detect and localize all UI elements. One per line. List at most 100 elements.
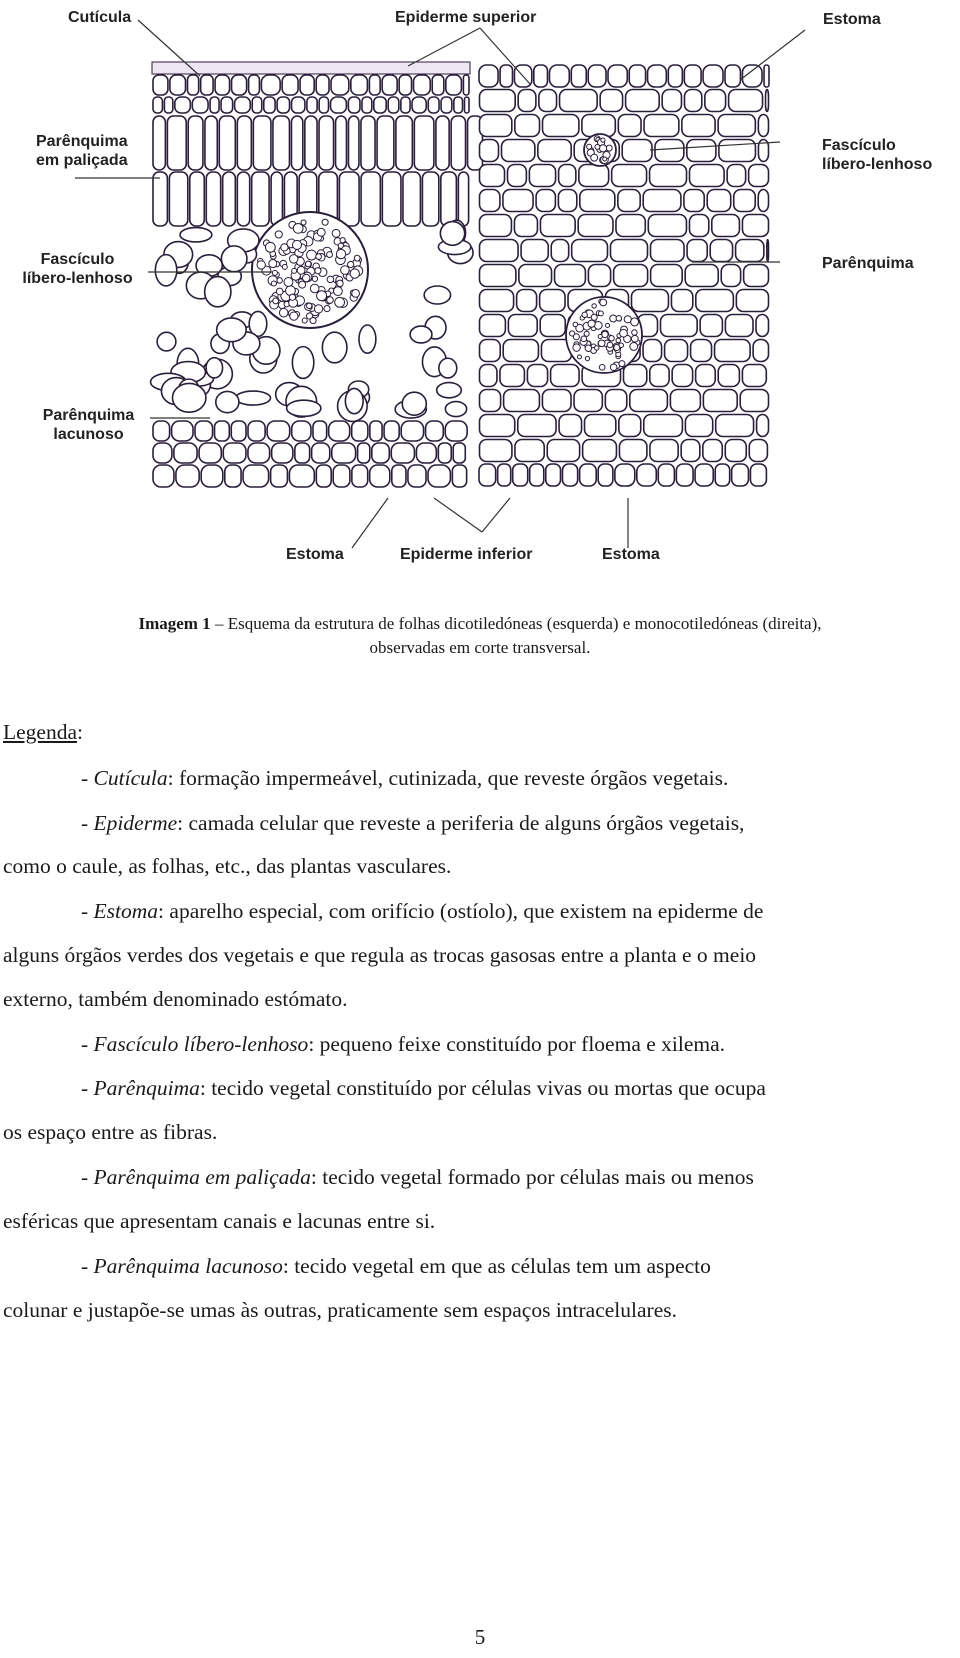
- parenchyma-cell: [628, 388, 669, 413]
- parenchyma-cell: [766, 238, 770, 263]
- parenchyma-cell: [557, 188, 578, 213]
- palisade-cell: [152, 115, 167, 171]
- spongy-cell: [171, 382, 207, 414]
- bundle-cell: [598, 363, 606, 371]
- spongy-cell: [215, 317, 247, 343]
- bundle-cell: [583, 330, 590, 337]
- parenchyma-cell: [478, 138, 500, 163]
- legend-item-lacunoso-cont: colunar e justapõe-se umas às outras, pr…: [3, 1298, 677, 1322]
- palisade-cell: [440, 171, 458, 227]
- parenchyma-cell: [649, 263, 683, 288]
- bundle-cell: [291, 267, 298, 274]
- legend-term: Cutícula: [93, 766, 168, 790]
- parenchyma-cell: [670, 288, 694, 313]
- parenchyma-cell: [755, 413, 770, 438]
- bundle-cell: [576, 354, 582, 360]
- parenchyma-cell: [755, 313, 770, 338]
- parenchyma-cell: [649, 238, 685, 263]
- parenchyma-cell: [735, 288, 770, 313]
- bundle-cell: [288, 293, 297, 301]
- upper-epidermis-cell: [152, 96, 164, 114]
- label-estoma-top-text: Estoma: [823, 11, 881, 28]
- bundle-cell: [300, 219, 307, 226]
- parenchyma-cell: [618, 438, 648, 463]
- parenchyma-cell: [604, 388, 628, 413]
- upper-epidermis-cell: [251, 96, 263, 114]
- bundle-cell: [586, 143, 593, 150]
- bundle-cell: [270, 280, 277, 287]
- lower-epidermis-cell: [528, 463, 545, 487]
- parenchyma-cell: [647, 213, 688, 238]
- parenchyma-cell: [516, 413, 557, 438]
- label-cuticula: Cutícula: [68, 8, 131, 27]
- bundle-cell: [598, 144, 608, 153]
- caption-line-2: observadas em corte transversal.: [369, 638, 591, 657]
- bundle-cell: [326, 275, 335, 284]
- parenchyma-cell: [649, 438, 679, 463]
- legend-definition: : camada celular que reveste a periferia…: [177, 811, 745, 835]
- parenchyma-cell: [478, 163, 506, 188]
- palisade-cell: [338, 171, 360, 227]
- bundle-cell: [326, 296, 334, 304]
- bundle-cell: [581, 311, 588, 319]
- palisade-cell: [236, 115, 253, 171]
- parenchyma-cell: [680, 438, 701, 463]
- parenchyma-cell: [643, 113, 680, 138]
- parenchyma-cell: [478, 438, 513, 463]
- legend-heading: Legenda:: [3, 720, 83, 745]
- upper-epidermis-cell: [315, 74, 330, 96]
- lower-epidermis-cell: [351, 464, 369, 488]
- lower-epidermis-cell: [478, 463, 497, 487]
- lower-epidermis-cell: [511, 463, 529, 487]
- parenchyma-cell: [704, 88, 727, 113]
- caption-label: Imagem 1: [138, 614, 211, 633]
- lower-epidermis-cell: [496, 463, 512, 487]
- parenchyma-cell: [734, 238, 765, 263]
- legend-dash: -: [81, 766, 94, 790]
- legend-item-estoma: - Estoma: aparelho especial, com orifíci…: [81, 899, 763, 924]
- bundle-cell: [597, 310, 604, 317]
- parenchyma-cell: [617, 188, 641, 213]
- upper-epidermis-cell: [306, 96, 318, 114]
- parenchyma-cell: [573, 388, 604, 413]
- parenchyma-cell: [549, 363, 580, 388]
- lower-epidermis-cell: [714, 463, 731, 487]
- legend-definition: : formação impermeável, cutinizada, que …: [167, 766, 729, 790]
- bundle-cell: [256, 260, 266, 270]
- legend-term: Parênquima em paliçada: [93, 1165, 311, 1189]
- bundle-cell: [334, 296, 345, 308]
- parenchyma-cell: [610, 163, 648, 188]
- legend-term: Estoma: [93, 899, 159, 923]
- lower-epidermis-cell: [578, 463, 598, 487]
- parenchyma-cell: [478, 188, 501, 213]
- parenchyma-cell: [615, 213, 647, 238]
- upper-epidermis-cell: [163, 96, 174, 114]
- bundle-cell: [608, 335, 615, 342]
- leaf-section-drawing: [75, 19, 806, 549]
- parenchyma-cell: [581, 438, 618, 463]
- bundle-cell: [597, 339, 606, 348]
- parenchyma-cell: [558, 413, 583, 438]
- bundle-cell: [289, 311, 299, 321]
- spongy-cell: [248, 310, 268, 338]
- parenchyma-cell: [654, 138, 685, 163]
- upper-epidermis-cell: [570, 64, 588, 88]
- parenchyma-cell: [720, 263, 742, 288]
- bundle-cell: [353, 254, 361, 262]
- parenchyma-cell: [518, 263, 553, 288]
- legend-definition: : aparelho especial, com orifício (ostío…: [158, 899, 764, 923]
- parenchyma-cell: [717, 113, 757, 138]
- spongy-cell: [423, 285, 452, 305]
- bundle-cell: [283, 277, 294, 287]
- upper-epidermis-cell: [398, 74, 413, 96]
- lower-epidermis-cell: [266, 420, 291, 442]
- legend-item-epiderme: - Epiderme: camada celular que reveste a…: [81, 811, 744, 836]
- bundle-cell: [289, 254, 299, 264]
- palisade-cell: [218, 115, 237, 171]
- lower-epidermis-cell: [312, 420, 328, 442]
- label-parenquima-palicada: Parênquima em paliçada: [36, 132, 128, 170]
- upper-epidermis-cell: [361, 96, 373, 114]
- bundle-cell: [605, 144, 613, 152]
- bundle-cell: [593, 345, 600, 351]
- palisade-cell: [252, 115, 272, 171]
